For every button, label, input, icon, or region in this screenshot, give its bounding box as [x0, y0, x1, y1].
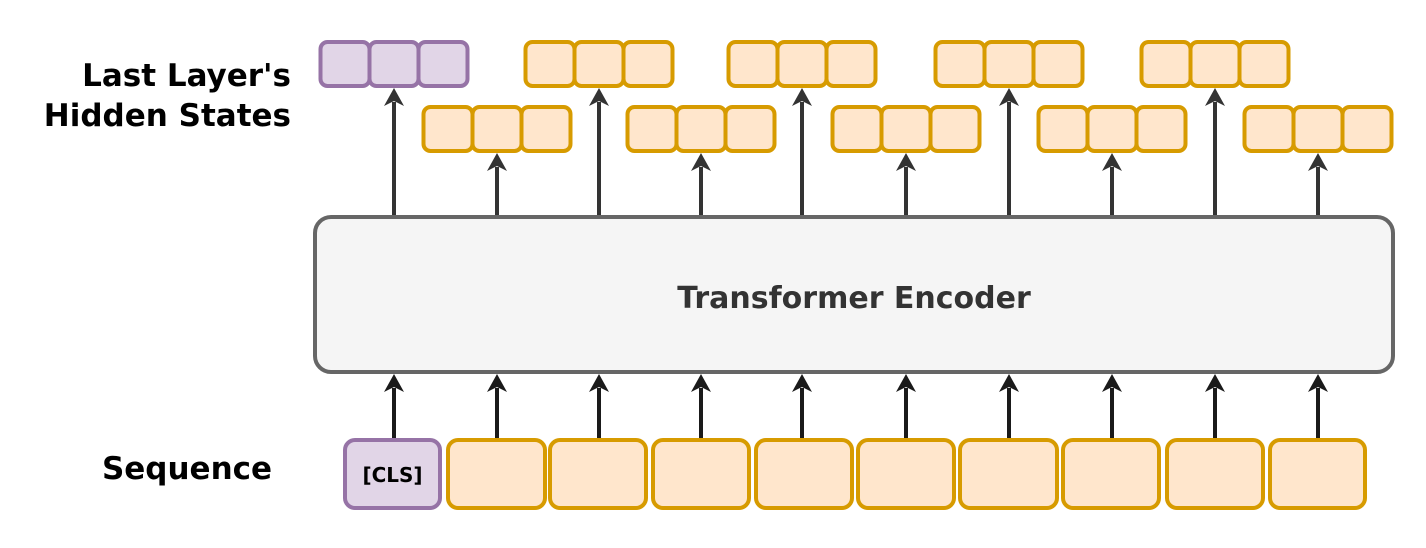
hidden-state-cell	[572, 40, 626, 88]
hidden-state-cell	[674, 105, 728, 153]
input-token	[856, 438, 956, 510]
hidden-state-cell	[1036, 105, 1090, 153]
hidden-state-vector	[830, 105, 982, 153]
transformer-encoder-title: Transformer Encoder	[677, 281, 1031, 316]
hidden-states-label-line1: Last Layer's	[82, 58, 291, 94]
hidden-state-cell	[318, 40, 372, 88]
input-token	[1061, 438, 1161, 510]
input-token	[1268, 438, 1367, 510]
output-arrow-7-head	[999, 88, 1019, 106]
hidden-state-cell	[367, 40, 421, 88]
output-arrow-6-head	[896, 153, 916, 171]
hidden-state-cell	[1291, 105, 1345, 153]
hidden-state-cell	[625, 105, 679, 153]
input-token	[651, 438, 751, 510]
input-arrow-1-head	[384, 374, 404, 392]
hidden-states-label-line2: Hidden States	[44, 98, 291, 134]
hidden-state-vector	[523, 40, 675, 88]
hidden-state-cell	[1139, 40, 1193, 88]
arrows-layer	[384, 88, 1328, 440]
hidden-state-cell	[982, 40, 1036, 88]
input-sequence: [CLS]	[343, 438, 1367, 510]
input-arrow-5-head	[792, 374, 812, 392]
hidden-state-cell	[1085, 105, 1139, 153]
hidden-state-cell	[1188, 40, 1242, 88]
hidden-state-cell	[775, 40, 829, 88]
hidden-state-cell	[1031, 40, 1085, 88]
hidden-state-cell	[726, 40, 780, 88]
hidden-state-cell	[879, 105, 933, 153]
hidden-state-cell	[421, 105, 475, 153]
output-arrow-5-head	[792, 88, 812, 106]
output-arrow-2-head	[487, 153, 507, 171]
hidden-state-vector	[933, 40, 1085, 88]
hidden-state-cell	[928, 105, 982, 153]
hidden-state-vector	[1139, 40, 1291, 88]
cls-token	[343, 438, 442, 510]
transformer-encoder-box	[313, 215, 1395, 374]
hidden-state-cell	[830, 105, 884, 153]
hidden-state-cell	[1134, 105, 1188, 153]
input-arrow-8-head	[1102, 374, 1122, 392]
hidden-state-vector	[726, 40, 878, 88]
input-arrow-7-head	[999, 374, 1019, 392]
hidden-state-cell	[1242, 105, 1296, 153]
hidden-state-cell	[523, 40, 577, 88]
cls-token-label: [CLS]	[362, 463, 422, 487]
hidden-state-cell	[1237, 40, 1291, 88]
output-arrow-3-head	[589, 88, 609, 106]
input-arrow-2-head	[487, 374, 507, 392]
output-arrow-8-head	[1102, 153, 1122, 171]
output-arrow-1-head	[384, 88, 404, 106]
hidden-state-vector	[625, 105, 777, 153]
cls-hidden-state-vector	[318, 40, 470, 88]
output-arrow-9-head	[1205, 88, 1225, 106]
hidden-state-cell	[824, 40, 878, 88]
hidden-states	[318, 40, 1394, 153]
hidden-state-cell	[1340, 105, 1394, 153]
hidden-state-cell	[621, 40, 675, 88]
input-arrow-4-head	[691, 374, 711, 392]
input-token	[1165, 438, 1265, 510]
input-arrow-9-head	[1205, 374, 1225, 392]
hidden-state-cell	[933, 40, 987, 88]
output-arrow-4-head	[691, 153, 711, 171]
input-token	[446, 438, 547, 510]
input-token	[958, 438, 1059, 510]
input-token	[548, 438, 648, 510]
input-arrow-10-head	[1308, 374, 1328, 392]
input-arrow-6-head	[896, 374, 916, 392]
hidden-state-vector	[1036, 105, 1188, 153]
hidden-state-cell	[416, 40, 470, 88]
hidden-state-cell	[519, 105, 573, 153]
hidden-state-cell	[470, 105, 524, 153]
input-token	[754, 438, 854, 510]
output-arrow-10-head	[1308, 153, 1328, 171]
sequence-label: Sequence	[102, 451, 272, 487]
input-arrow-3-head	[589, 374, 609, 392]
hidden-state-vector	[421, 105, 573, 153]
hidden-state-vector	[1242, 105, 1394, 153]
hidden-state-cell	[723, 105, 777, 153]
